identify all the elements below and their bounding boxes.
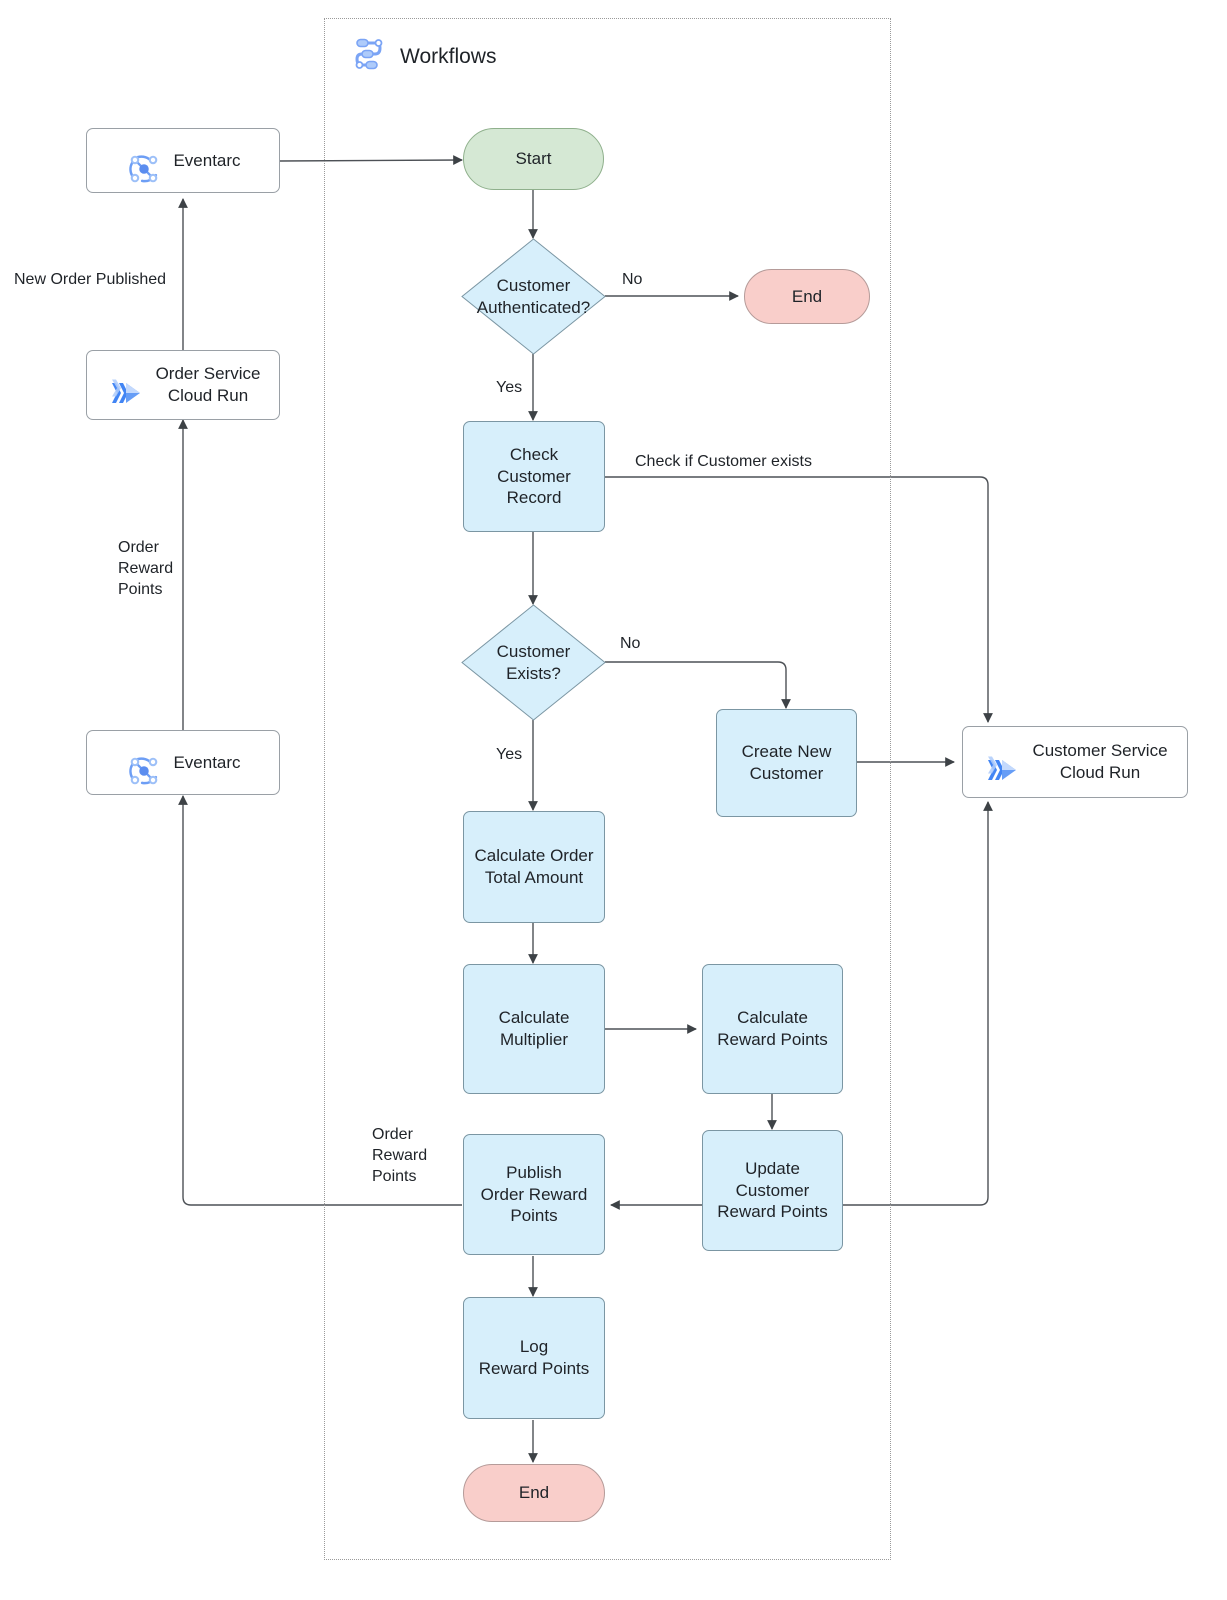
edge-label-check-if-customer-exists: Check if Customer exists — [635, 453, 812, 470]
node-start-label: Start — [515, 149, 552, 169]
edge-label-order-reward-points-left: Order Reward Points — [118, 539, 174, 598]
node-calculate-multiplier-label: Calculate Multiplier — [498, 1008, 570, 1049]
edge-label-new-order-published: New Order Published — [14, 271, 167, 288]
node-update-customer-reward-points[interactable]: Update Customer Reward Points — [702, 1130, 843, 1251]
node-customer-authenticated[interactable]: Customer Authenticated? — [461, 238, 606, 355]
node-create-new-customer[interactable]: Create New Customer — [716, 709, 857, 817]
eventarc-icon — [125, 128, 163, 194]
edge-label-exists-yes: Yes — [496, 746, 523, 763]
node-check-customer-record-label: Check Customer Record — [497, 444, 571, 508]
node-end-final[interactable]: End — [463, 1464, 605, 1522]
node-customer-service-label: Customer Service Cloud Run — [1032, 741, 1168, 782]
node-check-customer-record[interactable]: Check Customer Record — [463, 421, 605, 532]
node-customer-authenticated-label: Customer Authenticated? — [476, 275, 591, 317]
node-calculate-order-total-label: Calculate Order Total Amount — [474, 846, 594, 887]
edge-label-order-reward-points-bottom: Order Reward Points — [372, 1126, 428, 1185]
workflows-container-title: Workflows — [348, 34, 496, 80]
node-create-new-customer-label: Create New Customer — [741, 742, 832, 783]
node-publish-order-reward-points-label: Publish Order Reward Points — [480, 1162, 588, 1226]
workflows-container — [324, 18, 891, 1560]
node-log-reward-points[interactable]: Log Reward Points — [463, 1297, 605, 1419]
node-customer-service-cloud-run[interactable]: Customer Service Cloud Run — [962, 726, 1188, 798]
cloud-run-icon — [982, 728, 1022, 796]
node-order-service-cloud-run[interactable]: Order Service Cloud Run — [86, 350, 280, 420]
node-end-auth-label: End — [791, 286, 823, 306]
node-log-reward-points-label: Log Reward Points — [478, 1337, 590, 1378]
node-customer-exists[interactable]: Customer Exists? — [461, 604, 606, 721]
node-eventarc-top-label: Eventarc — [173, 150, 241, 170]
node-calculate-multiplier[interactable]: Calculate Multiplier — [463, 964, 605, 1094]
workflows-icon — [348, 34, 388, 80]
eventarc-icon — [125, 730, 163, 796]
node-end-auth[interactable]: End — [744, 269, 870, 324]
node-calculate-reward-points-label: Calculate Reward Points — [717, 1008, 828, 1049]
edge-label-auth-no: No — [622, 271, 643, 288]
workflows-label: Workflows — [400, 45, 497, 68]
node-start[interactable]: Start — [463, 128, 604, 190]
node-order-service-label: Order Service Cloud Run — [155, 364, 261, 405]
node-eventarc-top[interactable]: Eventarc — [86, 128, 280, 193]
node-eventarc-bottom-label: Eventarc — [173, 752, 241, 772]
node-publish-order-reward-points[interactable]: Publish Order Reward Points — [463, 1134, 605, 1255]
edge-label-exists-no: No — [620, 635, 641, 652]
cloud-run-icon — [106, 351, 146, 419]
node-end-final-label: End — [518, 1483, 550, 1503]
node-update-customer-reward-points-label: Update Customer Reward Points — [717, 1158, 828, 1222]
node-eventarc-bottom[interactable]: Eventarc — [86, 730, 280, 795]
node-calculate-reward-points[interactable]: Calculate Reward Points — [702, 964, 843, 1094]
edge-label-auth-yes: Yes — [496, 379, 523, 396]
node-customer-exists-label: Customer Exists? — [496, 641, 571, 683]
node-calculate-order-total[interactable]: Calculate Order Total Amount — [463, 811, 605, 923]
